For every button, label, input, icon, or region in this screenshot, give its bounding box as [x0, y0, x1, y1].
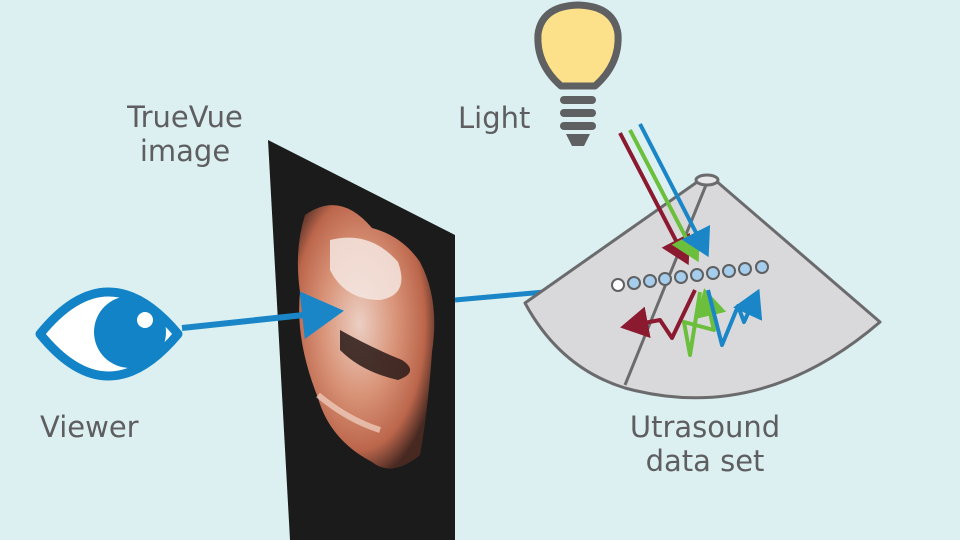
- ultrasound-sector: [523, 173, 882, 400]
- light-ray-blue: [638, 123, 711, 258]
- truevue-image-panel: [268, 140, 455, 540]
- eye-icon: [35, 287, 183, 381]
- transducer-tip: [694, 173, 720, 187]
- scatter-ray-blue: [706, 288, 763, 347]
- light-bulb-icon: [534, 1, 622, 146]
- ultrasound-label-line2: data set: [645, 444, 765, 478]
- scatter-ray-green: [682, 288, 727, 357]
- rendered-tissue: [297, 205, 435, 469]
- truevue-label-line2: image: [139, 134, 231, 168]
- viewer-label: Viewer: [40, 410, 139, 444]
- truevue-image-label: TrueVue image: [100, 100, 270, 168]
- light-label: Light: [458, 101, 531, 135]
- ultrasound-data-set-label: Utrasound data set: [600, 410, 810, 478]
- sample-dots: [611, 260, 769, 292]
- view-ray-arrow: [181, 291, 344, 340]
- truevue-label-line1: TrueVue: [127, 100, 243, 134]
- scatter-ray-red: [620, 289, 697, 340]
- ultrasound-label-line1: Utrasound: [629, 410, 781, 444]
